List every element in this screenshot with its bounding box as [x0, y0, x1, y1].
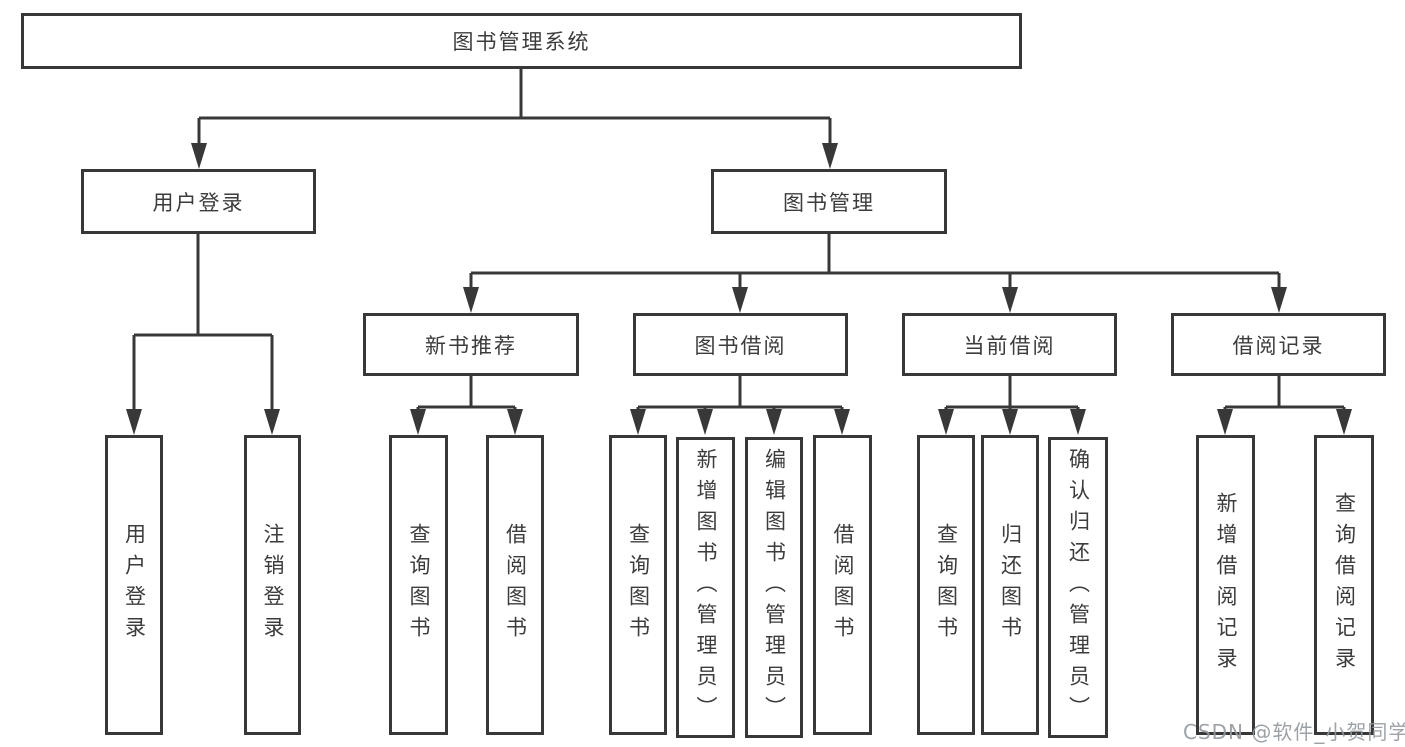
leaf-label: 查询图书 — [626, 523, 651, 647]
leaf-label: 借阅图书 — [831, 523, 855, 647]
arrowhead-icon — [463, 287, 479, 313]
leaf-query-books-recommend: 查询图书 — [389, 435, 448, 735]
leaf-borrow-books-recommend: 借阅图书 — [486, 435, 544, 735]
node-book-management: 图书管理 — [711, 169, 947, 234]
leaf-add-book-admin: 新增图书（管理员） — [676, 437, 735, 738]
arrowhead-icon — [732, 287, 748, 313]
leaf-label: 注销登录 — [261, 523, 285, 647]
watermark: CSDN @软件_小贺同学 — [1183, 720, 1405, 744]
arrowhead-icon — [822, 143, 838, 169]
arrowhead-icon — [264, 409, 280, 435]
connector-new-book-recommend-to-leaves — [416, 376, 517, 412]
arrowhead-icon — [630, 409, 646, 435]
arrowhead-icon — [697, 409, 713, 435]
leaf-user-login: 用户登录 — [105, 435, 163, 735]
node-user-login: 用户登录 — [81, 169, 316, 234]
leaf-label: 归还图书 — [998, 523, 1023, 647]
leaf-query-borrow-record: 查询借阅记录 — [1314, 435, 1374, 735]
arrowhead-icon — [410, 409, 426, 435]
leaf-borrow-books: 借阅图书 — [813, 435, 872, 735]
node-borrow-records: 借阅记录 — [1171, 313, 1386, 376]
connector-user-login-to-leaves — [132, 234, 274, 412]
leaf-label: 查询借阅记录 — [1332, 492, 1357, 678]
leaf-confirm-return-admin: 确认归还（管理员） — [1048, 437, 1108, 738]
connector-book-borrow-to-leaves — [636, 376, 844, 412]
leaf-label: 确认归还（管理员） — [1066, 448, 1091, 727]
arrowhead-icon — [191, 143, 207, 169]
arrowhead-icon — [834, 409, 850, 435]
leaf-label: 用户登录 — [122, 523, 147, 647]
leaf-return-book: 归还图书 — [981, 435, 1039, 735]
arrowhead-icon — [1002, 409, 1018, 435]
arrowhead-icon — [766, 409, 782, 435]
leaf-query-books-borrow: 查询图书 — [609, 435, 667, 735]
leaf-label: 编辑图书（管理员） — [762, 448, 787, 727]
arrowhead-icon — [507, 409, 523, 435]
leaf-label: 查询图书 — [407, 523, 431, 647]
arrowhead-icon — [1217, 409, 1233, 435]
node-new-book-recommend: 新书推荐 — [363, 313, 579, 376]
arrowhead-icon — [938, 409, 954, 435]
node-book-borrow: 图书借阅 — [633, 313, 848, 376]
leaf-edit-book-admin: 编辑图书（管理员） — [745, 437, 803, 738]
leaf-add-borrow-record: 新增借阅记录 — [1196, 435, 1255, 735]
leaf-query-books-current: 查询图书 — [917, 435, 975, 735]
node-current-borrow: 当前借阅 — [902, 313, 1117, 376]
leaf-logout: 注销登录 — [244, 435, 301, 735]
node-library-management-system: 图书管理系统 — [21, 13, 1022, 69]
leaf-label: 新增借阅记录 — [1214, 492, 1238, 678]
arrowhead-icon — [126, 409, 142, 435]
arrowhead-icon — [1336, 409, 1352, 435]
connector-book-management-to-level3 — [469, 234, 1281, 290]
arrowhead-icon — [1002, 287, 1018, 313]
arrowhead-icon — [1271, 287, 1287, 313]
connector-borrow-records-to-leaves — [1223, 376, 1346, 412]
leaf-label: 查询图书 — [934, 523, 959, 647]
connector-current-borrow-to-leaves — [944, 376, 1080, 412]
leaf-label: 借阅图书 — [503, 523, 528, 647]
leaf-label: 新增图书（管理员） — [694, 448, 718, 727]
arrowhead-icon — [1070, 409, 1086, 435]
connector-root-to-level2 — [197, 69, 832, 146]
